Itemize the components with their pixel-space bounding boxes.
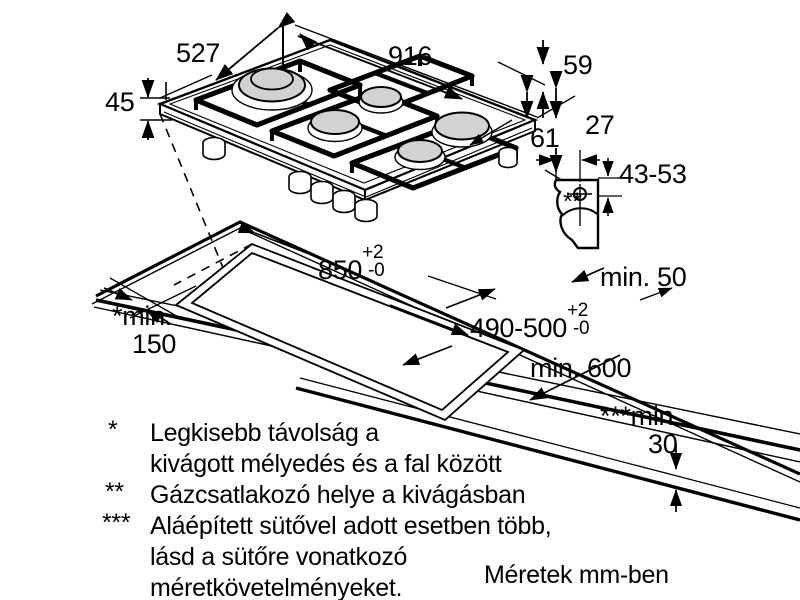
gas-connection-bracket [536, 150, 622, 250]
dimension-43-53: 43-53 [619, 159, 687, 189]
footnote-3-body: Aláépített sütővel adott esetben több, l… [150, 511, 552, 600]
tol-plus: +2 [362, 242, 384, 263]
dimension-490-500-value: 490-500 [470, 313, 567, 343]
dimension-min-150-value: 150 [132, 329, 177, 359]
footnote-1-line-2: kivágott mélyedés és a fal között [150, 450, 502, 478]
dimension-min-600: min. 600 [530, 353, 632, 383]
dimension-min-50: min. 50 [600, 262, 687, 292]
dimension-min-150: *min. [112, 303, 172, 330]
dimension-45: 45 [105, 87, 135, 117]
dimension-61: 61 [530, 123, 560, 153]
tol-minus: -0 [368, 260, 385, 281]
tol-minus: -0 [573, 318, 590, 339]
dimension-59: 59 [563, 50, 593, 80]
control-knobs [202, 136, 518, 223]
footnote-3-line-2: lásd a sütőre vonatkozó [150, 543, 408, 571]
burner-right [431, 111, 493, 148]
dimension-min-30-value: 30 [648, 429, 678, 459]
dimension-850-tolerance: +2-0 [362, 243, 388, 281]
footnote-1-marker: * [108, 416, 118, 444]
min-30-stars: *** [600, 401, 631, 431]
footnote-3-line-3: méretkövetelményeket. [150, 574, 403, 600]
min-30-label: min. [630, 401, 681, 431]
projection-lines [159, 113, 253, 286]
footnote-3-line-1: Aláépített sütővel adott esetben több, [150, 512, 552, 540]
knob-6 [498, 146, 518, 169]
knob-2 [288, 170, 312, 195]
footnote-1-line-1: Legkisebb távolság a [150, 419, 379, 447]
footnote-2-body: Gázcsatlakozó helye a kivágásban [150, 480, 526, 511]
worktop-lower-band [295, 377, 800, 522]
dimension-490-500: 490-500+2-0 [470, 301, 593, 343]
cutout-dimension-lines [103, 221, 683, 512]
dimension-916: 916 [388, 41, 433, 71]
dimension-527: 527 [176, 38, 221, 68]
dimension-27: 27 [585, 110, 615, 140]
burner-front-right [394, 139, 446, 171]
gas-connection-marker: ** [563, 188, 582, 216]
burner-center [307, 109, 363, 143]
min-150-star: * [112, 301, 123, 331]
footnote-1-body: Legkisebb távolság a kivágott mélyedés é… [150, 418, 502, 480]
units-note: Méretek mm-ben [484, 561, 669, 589]
knob-3 [310, 180, 334, 205]
dimension-850-value: 850 [318, 255, 363, 285]
tol-plus: +2 [567, 300, 589, 321]
knob-5 [354, 198, 378, 223]
burner-rear-middle [358, 86, 404, 114]
dimension-min-30: ***min. [600, 401, 681, 431]
min-150-label: min. [122, 301, 173, 331]
footnote-2-marker: ** [105, 478, 124, 506]
dimension-490-500-tolerance: +2-0 [567, 301, 593, 339]
knob-4 [332, 189, 356, 214]
worktop-cutout [174, 242, 526, 422]
dimension-850: 850+2-0 [318, 243, 388, 285]
hob-dimension-lines [140, 12, 576, 186]
footnote-3-marker: *** [102, 509, 131, 537]
footnote-2-line-1: Gázcsatlakozó helye a kivágásban [150, 481, 526, 509]
knob-1 [202, 136, 226, 161]
